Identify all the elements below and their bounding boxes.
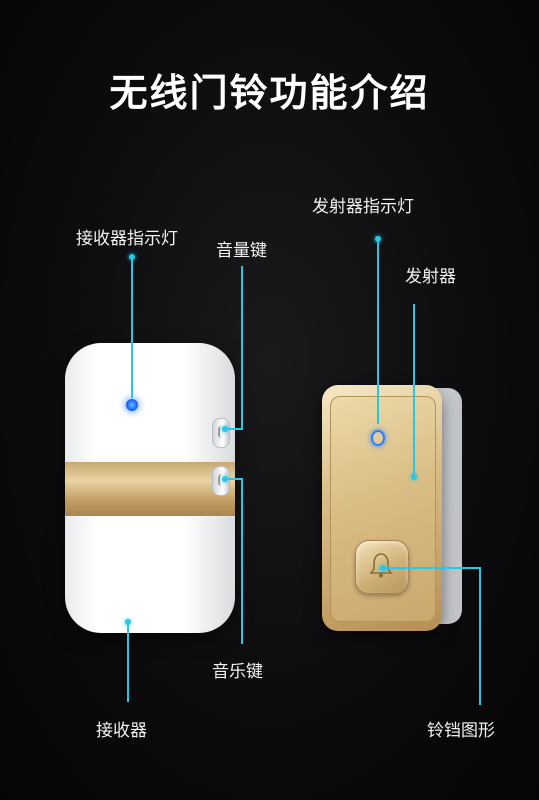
transmitter-indicator-callout-dot (375, 236, 381, 242)
receiver-indicator-callout-dot (129, 254, 135, 260)
transmitter-indicator-label: 发射器指示灯 (312, 197, 414, 217)
receiver-callout-line (127, 622, 129, 702)
transmitter-callout-dot (411, 474, 417, 480)
bell-icon (369, 553, 393, 578)
page-title: 无线门铃功能介绍 (109, 71, 430, 115)
bell-pattern-label: 铃铛图形 (427, 721, 495, 741)
volume-button[interactable] (212, 418, 230, 448)
transmitter-label: 发射器 (405, 267, 456, 287)
transmitter-callout-line (413, 304, 415, 476)
transmitter-indicator-led (371, 430, 385, 446)
receiver-indicator-label: 接收器指示灯 (76, 229, 178, 249)
volume-key-callout-dot (222, 426, 228, 432)
receiver-indicator-led (126, 399, 138, 411)
receiver-callout-dot (125, 619, 131, 625)
bell-pattern-callout-dot (380, 565, 386, 571)
receiver-gold-band (65, 462, 235, 516)
music-key-callout-elbow (226, 478, 243, 480)
music-key-callout-line (241, 478, 243, 644)
music-key-label: 音乐键 (212, 662, 263, 682)
receiver-indicator-callout-line (131, 256, 133, 398)
volume-key-callout-elbow (226, 428, 243, 430)
volume-key-label: 音量键 (216, 241, 267, 261)
receiver-label: 接收器 (96, 721, 147, 741)
music-key-callout-dot (222, 476, 228, 482)
volume-key-callout-line (241, 266, 243, 428)
bell-pattern-callout-line (479, 567, 481, 705)
transmitter-indicator-callout-line (377, 238, 379, 424)
bell-pattern-callout-elbow (384, 567, 481, 569)
music-button[interactable] (212, 466, 230, 496)
